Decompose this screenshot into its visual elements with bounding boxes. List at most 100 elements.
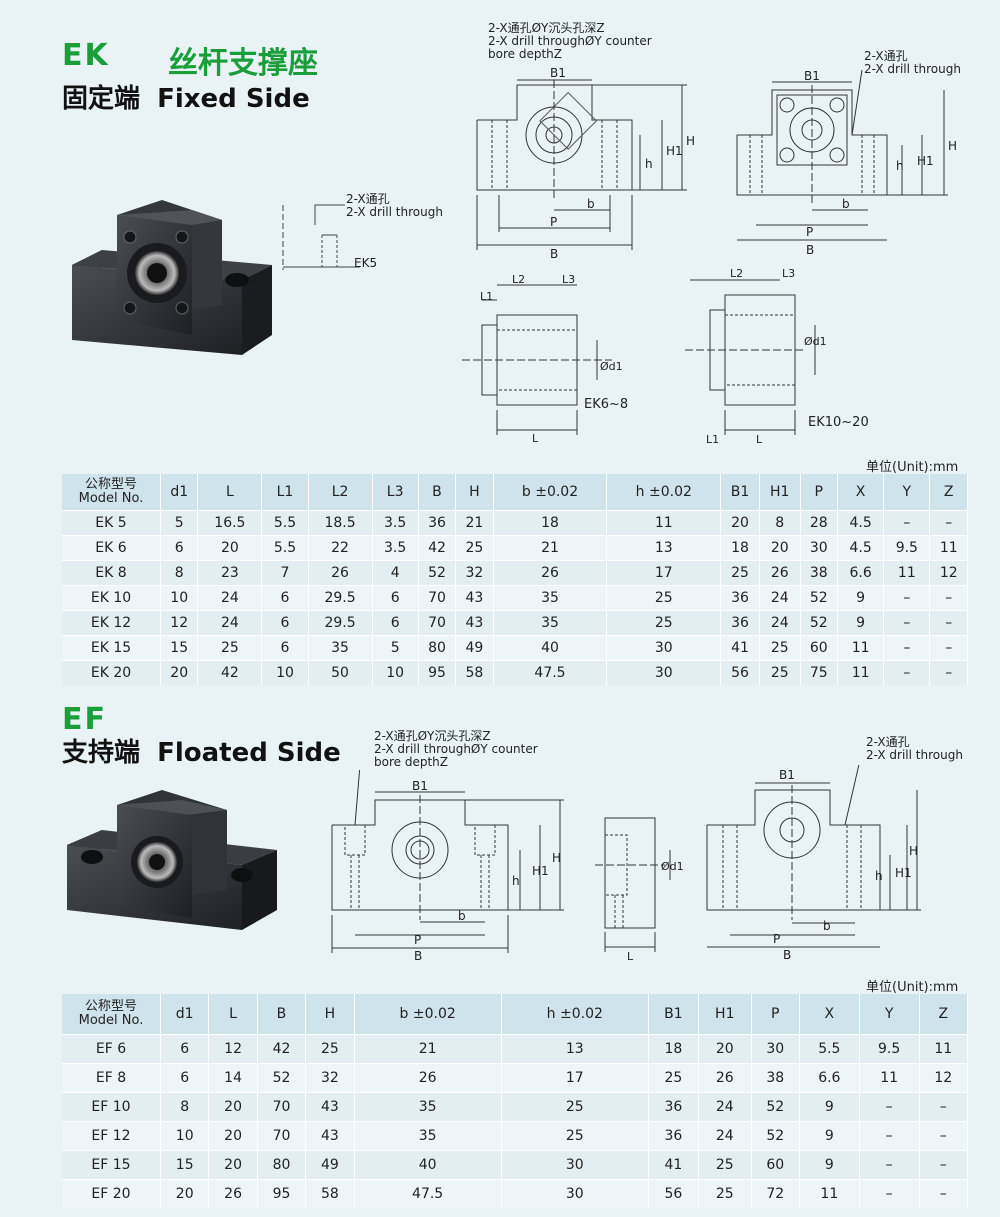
ek2-dim-small-b: b [842,197,850,211]
ek-cb-line2: 2-X drill throughØY counter [488,34,652,48]
table-cell: 30 [606,660,722,685]
ek2-dim-big-h: H [948,139,957,153]
ef-col-header: H1 [698,994,752,1035]
table-cell: 30 [501,1150,649,1180]
table-cell: 6 [261,585,309,611]
table-cell: 42 [418,535,457,561]
table-cell: 35 [354,1121,502,1151]
table-cell: 70 [418,585,457,611]
model-cell: EF 12 [62,1121,161,1151]
ek2-dim-h1: H1 [917,154,934,168]
ek5-note-line1: 2-X通孔 [346,192,390,206]
table-cell: 20 [208,1092,258,1122]
table-cell: 9 [837,610,885,636]
ek-title-cn: 丝杆支撑座 [168,46,318,81]
ef-table-header-row: 公称型号 Model No. d1 L B H b ±0.02 h ±0.02 … [62,994,969,1035]
ek-subtitle: 固定端 Fixed Side [62,78,310,115]
ek2-dim-p: P [806,225,813,239]
ek-col-header: d1 [160,474,199,511]
ef2-dim-b: B [783,948,791,960]
ek-dim-small-b: b [587,197,595,211]
table-cell: 9 [799,1150,860,1180]
ek-subtitle-en: Fixed Side [157,84,310,114]
table-cell: 52 [751,1121,800,1151]
table-cell: 30 [751,1034,800,1064]
ek-dim-p: P [550,215,557,229]
table-cell: 42 [197,660,263,685]
ek-subtitle-cn: 固定端 [62,84,141,114]
table-cell: 52 [418,560,457,586]
ek5-section-drawing [282,204,360,270]
ek-col-header: Z [929,474,968,511]
table-cell: 95 [257,1179,307,1208]
table-cell: – [929,635,968,661]
table-cell: 47.5 [354,1179,502,1208]
table-cell: 58 [305,1179,355,1208]
model-cell: EK 5 [62,510,161,536]
ef-col-header: P [751,994,800,1035]
ek2-dim-b1: B1 [804,69,820,83]
table-cell: 32 [305,1063,355,1093]
ef-col-header: Y [859,994,920,1035]
ef2-dim-p: P [773,932,780,946]
table-cell: 13 [501,1034,649,1064]
table-cell: 25 [197,635,263,661]
table-cell: 36 [418,510,457,536]
table-cell: 56 [648,1179,700,1208]
ek-col-model-en: Model No. [78,491,144,506]
table-cell: 43 [455,585,494,611]
table-cell: – [883,585,931,611]
table-cell: 10 [372,660,419,685]
ek68-dim-l2: L2 [512,273,525,286]
table-cell: – [859,1121,920,1151]
ef-dim-big-h: H [552,851,561,865]
table-cell: 26 [308,560,373,586]
table-cell: 9 [837,585,885,611]
ef-cb-line1: 2-X通孔ØY沉头孔深Z [374,729,491,743]
table-cell: – [883,635,931,661]
model-cell: EF 10 [62,1092,161,1122]
table-cell: 41 [648,1150,700,1180]
table-cell: 18 [720,535,760,561]
table-cell: – [859,1179,920,1208]
table-cell: 36 [648,1121,700,1151]
ef-subtitle-cn: 支持端 [62,738,141,768]
ek68-dim-l3: L3 [562,273,575,286]
table-cell: 8 [160,560,199,586]
table-cell: 43 [305,1121,355,1151]
table-cell: 6 [372,585,419,611]
ek-unit: 单位(Unit):mm [866,460,959,475]
table-cell: 20 [698,1034,752,1064]
table-cell: 24 [698,1092,752,1122]
table-cell: 52 [800,585,838,611]
table-cell: 24 [197,610,263,636]
table-cell: 25 [698,1150,752,1180]
ek5-label: EK5 [354,256,378,270]
ek-col-header: X [837,474,885,511]
ef-dim-h1: H1 [532,864,549,878]
table-cell: 29.5 [308,585,373,611]
table-cell: 50 [308,660,373,685]
table-cell: 6 [160,535,199,561]
ef-dim-h: h [512,874,520,888]
model-cell: EF 6 [62,1034,161,1064]
table-cell: 26 [354,1063,502,1093]
table-cell: 20 [208,1150,258,1180]
ef2-dim-small-b: b [823,919,831,933]
table-cell: 3.5 [372,510,419,536]
model-cell: EK 12 [62,610,161,636]
table-cell: 70 [257,1092,307,1122]
table-cell: 25 [759,660,801,685]
ek-table-header-row: 公称型号 Model No. d1 L L1 L2 L3 B H b ±0.02… [62,474,968,511]
table-cell: 6 [261,635,309,661]
ek-front-view-drawing: B1 B P b h H1 H [476,66,695,260]
table-cell: 22 [308,535,373,561]
ef-dim-b1: B1 [412,779,428,793]
table-cell: 52 [800,610,838,636]
ek-col-header: B [418,474,457,511]
table-cell: 12 [160,610,199,636]
ef-col-header: H [305,994,355,1035]
